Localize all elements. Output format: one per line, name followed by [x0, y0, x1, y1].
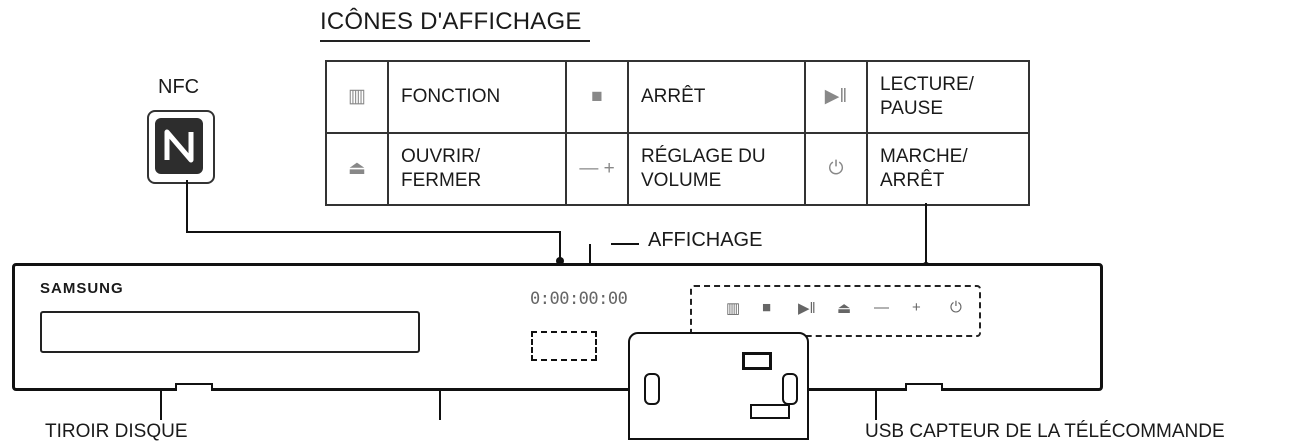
nfc-logo-icon	[147, 110, 215, 184]
volume-label: RÉGLAGE DU VOLUME	[627, 132, 806, 206]
function-icon: ▥	[325, 60, 389, 134]
play-pause-icon[interactable]: ▶‖	[798, 300, 816, 317]
disc-tray-label: TIROIR DISQUE	[45, 421, 188, 442]
usb-port[interactable]	[742, 352, 772, 370]
volume-up-icon[interactable]: +	[912, 299, 921, 316]
front-display: 0:00:00:00	[530, 289, 628, 309]
power-label: MARCHE/ ARRÊT	[866, 132, 1030, 206]
eject-icon[interactable]: ⏏	[837, 300, 852, 317]
play-pause-label: LECTURE/ PAUSE	[866, 60, 1030, 134]
display-leader-line	[611, 243, 639, 245]
stop-icon: ■	[565, 60, 629, 134]
eject-icon: ⏏	[325, 132, 389, 206]
device-foot	[905, 383, 943, 391]
touch-controls: ▥ ■ ▶‖ ⏏ — + ⏻	[690, 285, 981, 337]
blu-ray-player-front-panel	[12, 263, 1103, 391]
remote-sensor	[531, 331, 597, 361]
nfc-label: NFC	[158, 76, 200, 98]
disc-tray[interactable]	[40, 311, 420, 353]
display-label: AFFICHAGE	[648, 229, 763, 251]
volume-icon: — +	[565, 132, 629, 206]
usb-cover-panel	[628, 332, 809, 440]
display-icons-table: ▥ FONCTION ■ ARRÊT ▶‖ LECTURE/ PAUSE ⏏ O…	[325, 60, 1030, 206]
page-title: ICÔNES D'AFFICHAGE	[320, 8, 582, 35]
power-icon: ⏻	[804, 132, 868, 206]
usb-sensor-label: USB CAPTEUR DE LA TÉLÉCOMMANDE	[865, 421, 1225, 442]
function-icon[interactable]: ▥	[726, 300, 741, 317]
volume-down-icon[interactable]: —	[874, 299, 889, 316]
play-pause-icon: ▶‖	[804, 60, 868, 134]
eject-label: OUVRIR/ FERMER	[387, 132, 567, 206]
device-foot	[175, 383, 213, 391]
brand-logo: SAMSUNG	[40, 280, 124, 297]
cover-tab[interactable]	[750, 404, 790, 419]
title-underline	[320, 40, 590, 42]
stop-icon[interactable]: ■	[762, 299, 772, 316]
function-label: FONCTION	[387, 60, 567, 134]
panel-latch	[782, 373, 798, 405]
panel-latch	[644, 373, 660, 405]
stop-label: ARRÊT	[627, 60, 806, 134]
power-icon[interactable]: ⏻	[950, 299, 962, 316]
